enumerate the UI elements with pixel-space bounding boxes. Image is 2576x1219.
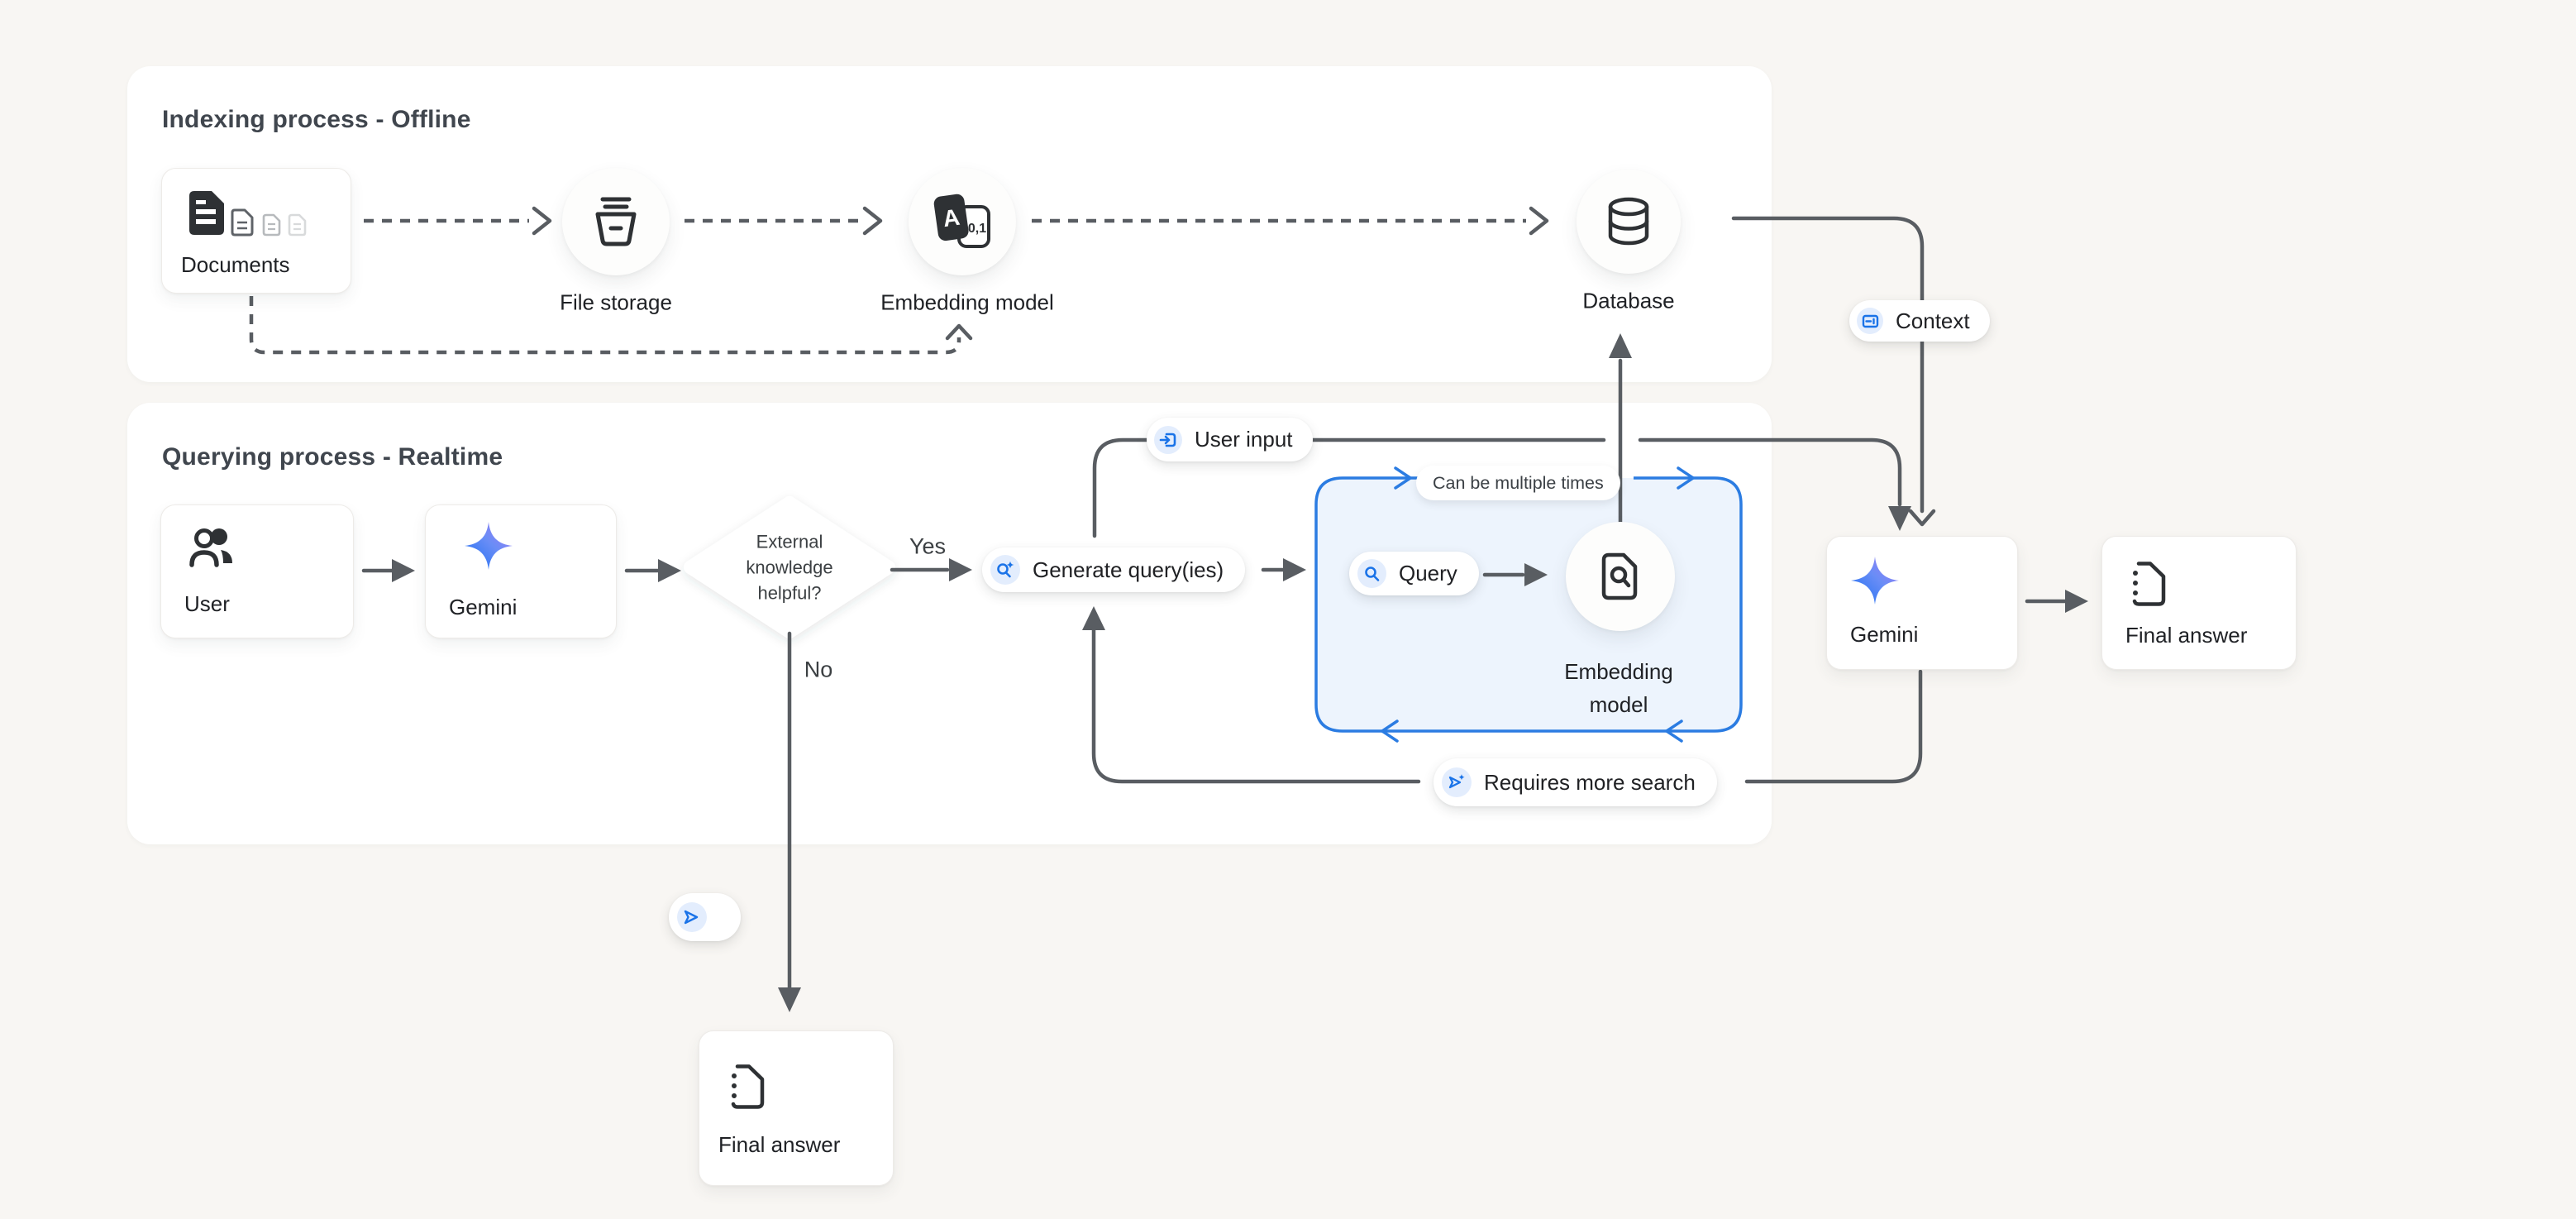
documents-card: Documents xyxy=(161,168,351,294)
indexing-panel-title: Indexing process - Offline xyxy=(162,106,471,133)
generate-queries-label: Generate query(ies) xyxy=(1033,557,1224,582)
context-icon xyxy=(1857,308,1883,334)
user-icon xyxy=(189,528,232,567)
gemini-query-card: Gemini xyxy=(425,504,617,638)
translate-icon: 0,1 A xyxy=(933,194,990,248)
arrowhead-chevron xyxy=(1908,509,1936,527)
gemini-star-icon xyxy=(1851,557,1899,605)
user-card: User xyxy=(160,504,354,638)
user-input-pill: User input xyxy=(1147,418,1313,461)
database-icon xyxy=(1608,197,1649,246)
send-spark-icon xyxy=(1442,767,1472,797)
database-node xyxy=(1577,170,1681,274)
requires-more-search-pill: Requires more search xyxy=(1433,758,1717,806)
translate-numbers: 0,1 xyxy=(968,222,986,236)
querying-panel-title: Querying process - Realtime xyxy=(162,443,503,471)
generate-answer-pill xyxy=(669,893,741,941)
file-storage-icon xyxy=(595,197,637,246)
embedding-model-realtime-label: Embedding model xyxy=(1564,659,1673,717)
gemini-query-label: Gemini xyxy=(449,595,518,619)
database-label: Database xyxy=(1582,288,1675,313)
user-label: User xyxy=(184,591,230,616)
file-storage-label: File storage xyxy=(560,289,672,315)
decision-question: External knowledge helpful? xyxy=(746,531,833,604)
final-answer-bottom-label: Final answer xyxy=(718,1132,841,1157)
search-document-icon xyxy=(1601,552,1638,600)
search-icon xyxy=(1357,559,1386,588)
documents-icon xyxy=(189,191,307,237)
translate-letter: A xyxy=(942,204,961,232)
requires-more-search-label: Requires more search xyxy=(1484,769,1696,795)
send-icon xyxy=(677,902,707,932)
final-answer-right-card: Final answer xyxy=(2101,536,2297,670)
user-input-label: User input xyxy=(1195,427,1293,452)
final-answer-icon xyxy=(731,1064,765,1109)
query-pill: Query xyxy=(1349,552,1479,595)
final-answer-right-label: Final answer xyxy=(2125,623,2248,648)
embedding-model-offline-label: Embedding model xyxy=(880,289,1054,315)
file-storage-node xyxy=(562,168,670,275)
yes-label: Yes xyxy=(909,533,947,559)
documents-label: Documents xyxy=(181,252,290,277)
gemini-answer-card: Gemini xyxy=(1826,536,2018,670)
generate-queries-pill: Generate query(ies) xyxy=(982,547,1246,592)
gemini-star-icon xyxy=(465,522,513,570)
context-label: Context xyxy=(1896,308,1970,333)
embedding-model-realtime-node xyxy=(1566,522,1675,631)
can-be-multiple-times-tag: Can be multiple times xyxy=(1416,466,1620,500)
embedding-model-offline-node: 0,1 A xyxy=(909,168,1016,275)
no-label: No xyxy=(804,657,833,682)
context-pill: Context xyxy=(1849,300,1990,342)
input-icon xyxy=(1154,425,1182,454)
final-answer-icon xyxy=(2132,562,2166,606)
query-label: Query xyxy=(1399,561,1457,586)
final-answer-bottom-card: Final answer xyxy=(699,1030,894,1186)
gemini-answer-label: Gemini xyxy=(1850,622,1919,647)
search-spark-icon xyxy=(990,555,1020,585)
